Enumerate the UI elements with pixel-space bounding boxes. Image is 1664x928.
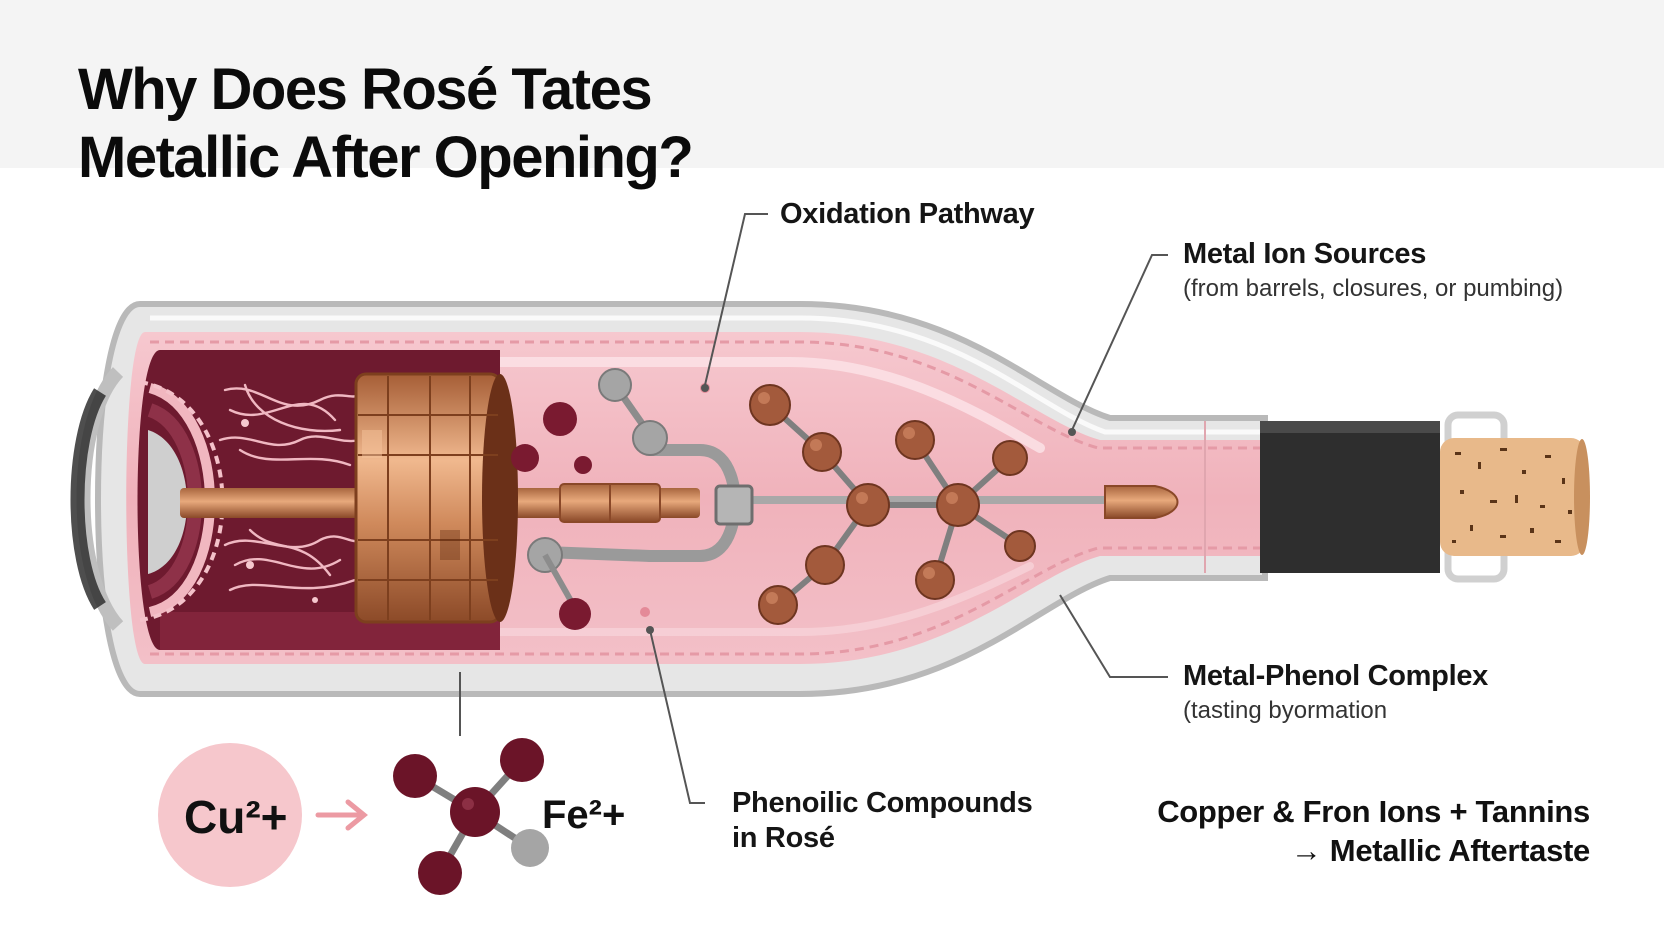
gray-molecules: [527, 368, 668, 610]
copper-ion-label: Cu²+: [184, 791, 288, 843]
bottle-capsule: [1260, 421, 1440, 573]
label-metal-phenol-complex: Metal-Phenol Complex: [1183, 660, 1488, 692]
arrow-icon: [315, 799, 368, 831]
label-metal-ion-sources: Metal Ion Sources: [1183, 238, 1427, 270]
brown-molecule-cluster: [749, 384, 1036, 625]
copper-tip: [1104, 485, 1179, 519]
wine-droplets: [511, 402, 592, 630]
label-phenolic-line-1: Phenoilic Compounds: [732, 787, 1033, 819]
title-line-1: Why Does Rosé Tates: [78, 57, 653, 122]
conclusion-line-1: Copper & Fron Ions + Tannins: [1157, 794, 1590, 829]
header-band: [0, 0, 1664, 168]
iron-ion-label: Fe²+: [542, 793, 626, 837]
label-phenolic-compounds: Phenoilic Compounds in Rosé: [732, 786, 1033, 856]
conclusion-equation: Copper & Fron Ions + Tannins → Metallic …: [1157, 792, 1590, 870]
wine-fibers: [218, 383, 362, 603]
callout-lines: [459, 213, 1168, 804]
copper-ion-circle: [158, 743, 302, 887]
label-phenolic-line-2: in Rosé: [732, 822, 835, 854]
page-title: Why Does Rosé Tates Metallic After Openi…: [78, 56, 694, 192]
label-oxidation-pathway: Oxidation Pathway: [780, 198, 1035, 230]
conclusion-line-2: → Metallic Aftertaste: [1290, 833, 1591, 868]
cork-stopper: [1440, 411, 1590, 583]
copper-coil: [354, 372, 518, 624]
title-line-2: Metallic After Opening?: [78, 125, 694, 190]
ion-molecule: [393, 738, 549, 895]
label-metal-phenol-complex-sub: (tasting byormation: [1183, 697, 1388, 724]
label-metal-ion-sources-sub: (from barrels, closures, or pumbing): [1183, 275, 1564, 302]
